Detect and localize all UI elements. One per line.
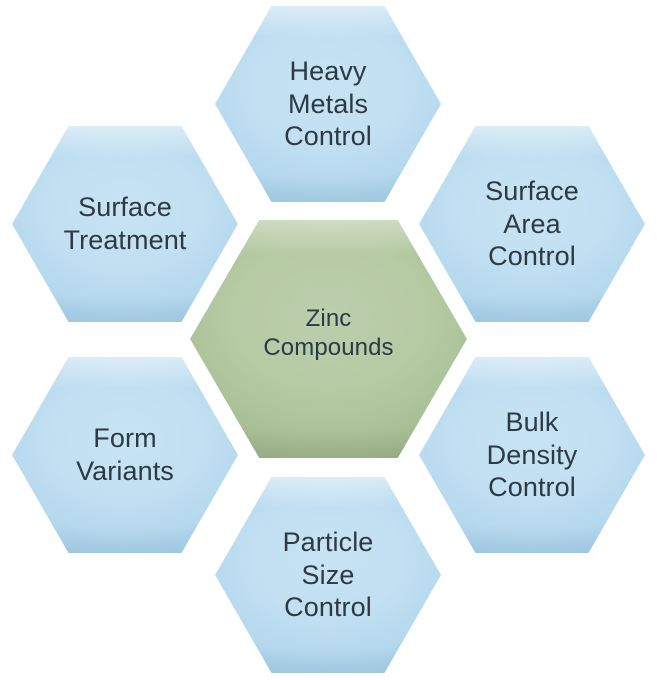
hexagon-node-heavy-metals-control[interactable]: Heavy Metals Control [215,6,441,202]
hexagon-node-form-variants[interactable]: Form Variants [12,357,238,553]
hexagon-node-surface-treatment[interactable]: Surface Treatment [12,126,238,322]
hexagon-node-particle-size-control[interactable]: Particle Size Control [215,477,441,673]
hexagon-node-zinc-compounds-center[interactable]: Zinc Compounds [190,220,467,458]
hexagon-node-label: Bulk Density Control [486,407,578,503]
hexagon-node-label: Surface Area Control [485,176,579,272]
hexagon-node-bulk-density-control[interactable]: Bulk Density Control [419,357,645,553]
hexagon-center-label: Zinc Compounds [263,304,394,361]
hexagon-node-surface-area-control[interactable]: Surface Area Control [419,126,645,322]
hexagon-node-label: Surface Treatment [63,192,187,255]
hexagon-node-label: Form Variants [76,423,174,486]
hexagon-node-label: Heavy Metals Control [284,56,372,152]
hexagon-node-label: Particle Size Control [282,527,374,623]
